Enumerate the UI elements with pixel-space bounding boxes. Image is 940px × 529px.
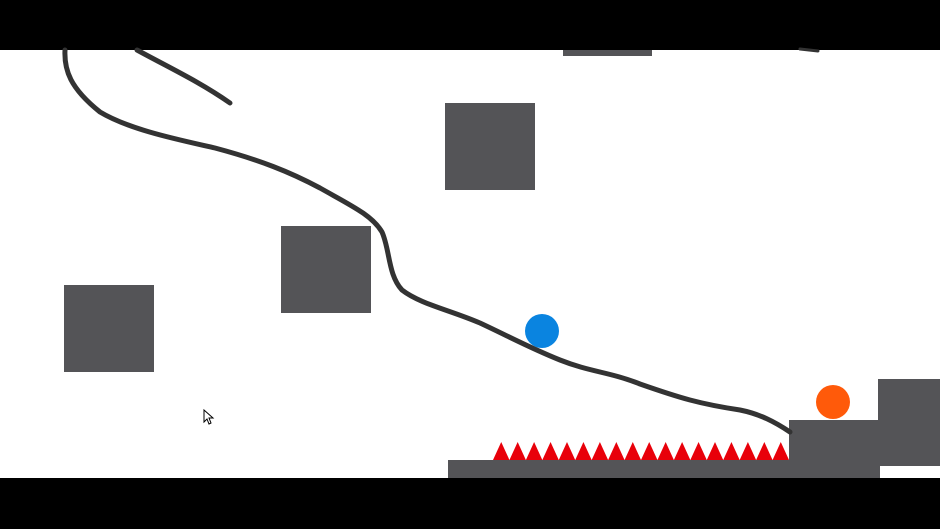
spike [739,442,757,460]
spike [624,442,641,460]
spike [723,442,740,460]
spike [558,442,576,460]
spike [673,442,691,460]
step-block [789,420,879,478]
block-left [64,285,154,372]
spike [493,442,510,460]
letterbox-bottom [0,478,940,529]
spike [542,442,559,460]
right-wall-block [878,379,940,466]
drawn-line-short [134,47,233,106]
spike [756,442,773,460]
drawn-line-fragment [798,47,820,53]
spike [525,442,543,460]
spike [657,442,674,460]
spike [706,442,724,460]
mouse-pointer-icon [203,408,215,425]
spike [608,442,625,460]
blue-ball[interactable] [525,314,559,348]
block-middle [281,226,371,313]
spike [591,442,609,460]
top-block [563,50,652,56]
spike [509,442,526,460]
block-upper [445,103,535,190]
spike [772,442,789,460]
letterbox-top [0,0,940,50]
ground-platform [448,460,880,478]
spike [575,442,592,460]
drawn-line-main [62,47,793,435]
spike-row [493,442,789,460]
spike [690,442,707,460]
spike [641,442,658,460]
orange-ball [816,385,850,419]
